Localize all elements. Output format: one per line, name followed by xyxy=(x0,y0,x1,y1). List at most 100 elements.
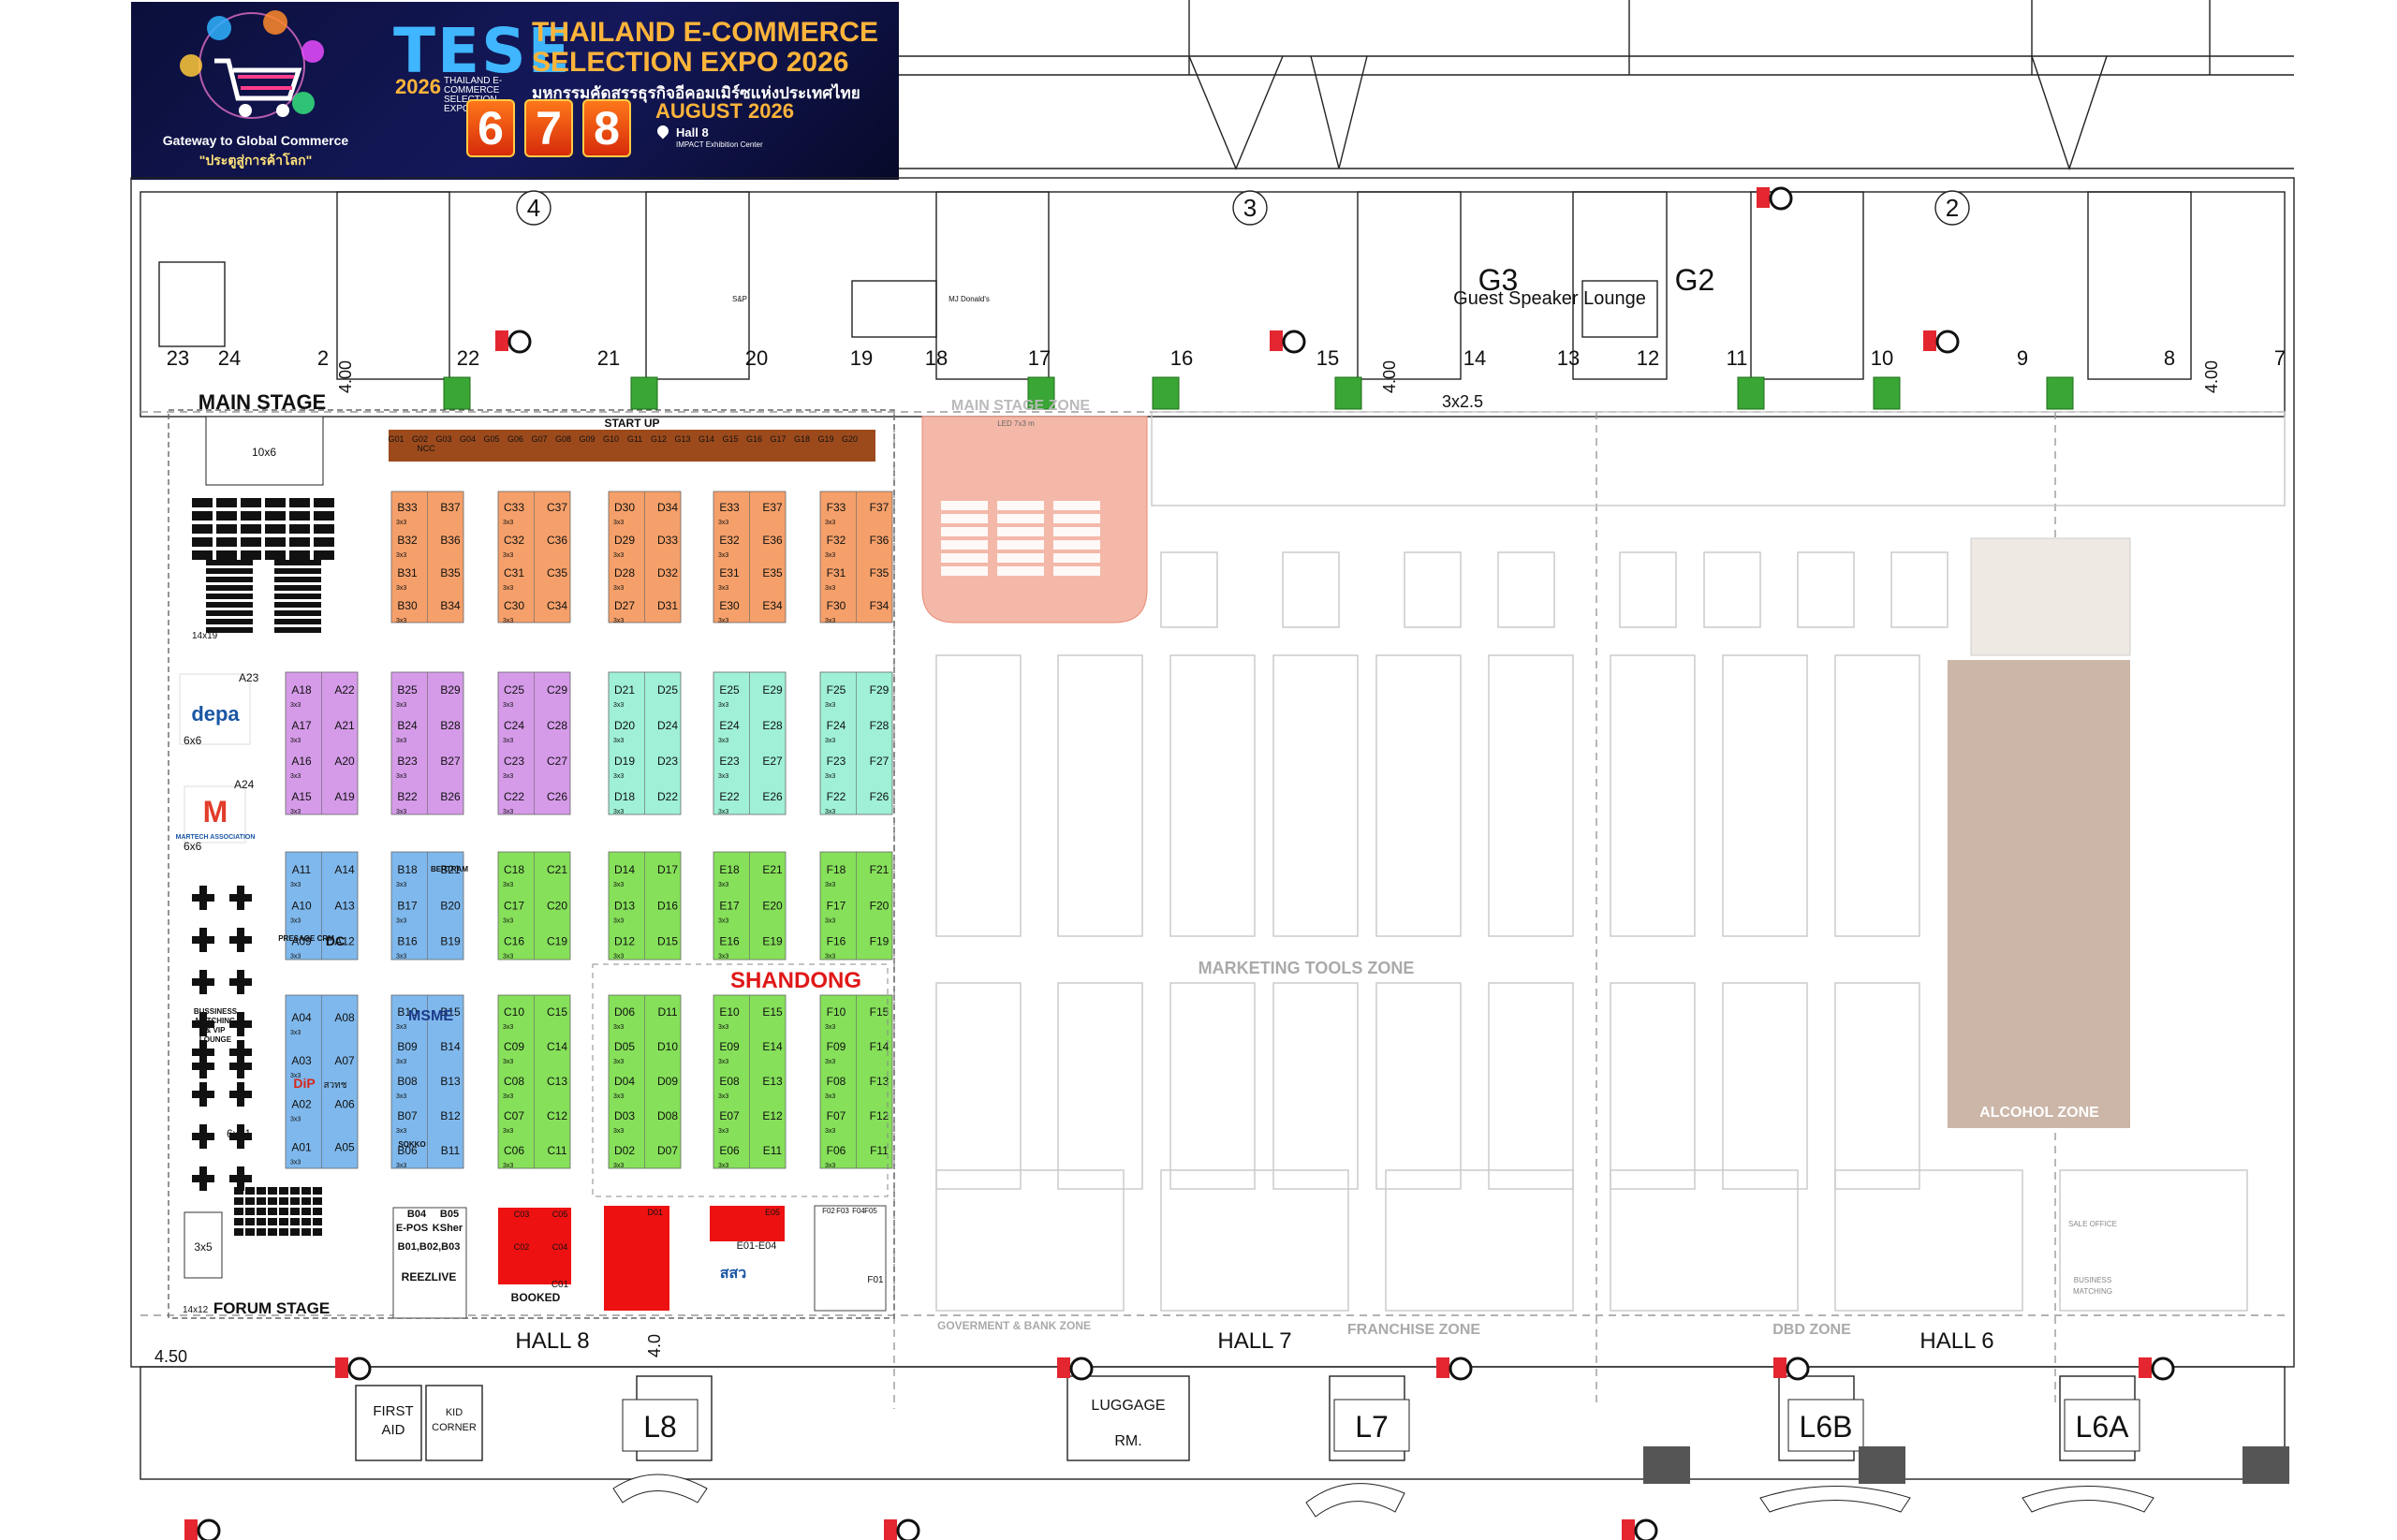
booth-label: B20 xyxy=(440,899,461,912)
booth-label: B32 xyxy=(397,534,418,547)
zone-seat xyxy=(941,540,988,550)
booth-label: F29 xyxy=(870,683,890,697)
booth-size: 3x3 xyxy=(825,738,835,744)
booth-size: 3x3 xyxy=(613,552,624,559)
zone-seat xyxy=(941,566,988,576)
booth-label: C36 xyxy=(547,534,567,547)
grid-number: 9 xyxy=(2017,346,2028,370)
startup-label: START UP xyxy=(604,417,659,430)
expo-banner: TESE 2026 THAILAND E-COMMERCE SELECTION … xyxy=(131,2,899,180)
escalator-icon xyxy=(1305,1483,1405,1518)
booth-label: E08 xyxy=(719,1075,740,1088)
room-box xyxy=(622,1399,699,1452)
booth-label: E33 xyxy=(719,501,740,514)
booth-size: 3x3 xyxy=(290,773,301,780)
audience-seat xyxy=(206,568,253,574)
zone-seat xyxy=(1053,514,1100,523)
grid-number: 15 xyxy=(1316,346,1339,370)
booth-label: C28 xyxy=(547,719,567,732)
fire-hose-icon xyxy=(507,330,532,354)
booth-label: A03 xyxy=(291,1054,312,1067)
audience-seat xyxy=(265,524,286,534)
forum-audience-size: 14x12 xyxy=(183,1305,209,1315)
column-marker xyxy=(1934,190,1970,226)
forum-seat xyxy=(313,1228,322,1236)
booth-label: B10 xyxy=(397,1005,418,1019)
booth-size: 3x3 xyxy=(718,738,728,744)
startup-booth-label: G02 xyxy=(412,434,428,444)
booth-label: D32 xyxy=(657,566,678,579)
booth-label: F37 xyxy=(870,501,890,514)
audience-seat xyxy=(289,498,310,507)
booth-label: A04 xyxy=(291,1011,312,1024)
booth-label: C37 xyxy=(547,501,567,514)
booth-size: 3x3 xyxy=(718,809,728,815)
booth-label: C01 xyxy=(551,1280,569,1290)
booth-label: B16 xyxy=(397,935,418,948)
exit-sign-icon xyxy=(1027,376,1055,410)
forum-seat xyxy=(245,1218,255,1225)
hall-label: HALL 7 xyxy=(1217,1328,1291,1354)
booth-label: B34 xyxy=(440,599,461,612)
lounge-table xyxy=(199,1054,207,1078)
booth-label: E22 xyxy=(719,790,740,803)
grid-number: 22 xyxy=(457,346,479,370)
fire-extinguisher-icon xyxy=(1270,330,1283,351)
booth-size: 3x3 xyxy=(825,882,835,888)
booth-label: B24 xyxy=(397,719,418,732)
booth-label: C07 xyxy=(504,1109,524,1122)
lounge-table xyxy=(199,1082,207,1107)
booth-label: E32 xyxy=(719,534,740,547)
booth-label: E24 xyxy=(719,719,740,732)
booth-label: B11 xyxy=(441,1144,461,1157)
exit-sign-icon xyxy=(1737,376,1765,410)
booth-size: 3x3 xyxy=(396,1059,406,1065)
startup-booth-label: G15 xyxy=(722,434,738,444)
fire-extinguisher-icon xyxy=(495,330,508,351)
booth-label: B12 xyxy=(440,1109,461,1122)
booth-label: A02 xyxy=(291,1097,312,1110)
booth-label: B25 xyxy=(397,683,418,697)
booth-size: 3x3 xyxy=(613,882,624,888)
booth-label: D27 xyxy=(614,599,635,612)
lounge-table xyxy=(237,1082,244,1107)
exit-sign-icon xyxy=(1873,376,1901,410)
booth-label: F14 xyxy=(870,1040,890,1053)
booth-label: D07 xyxy=(657,1144,678,1157)
grid-number: 24 xyxy=(218,346,241,370)
booth-label: B04 xyxy=(407,1209,427,1220)
zone-seat xyxy=(997,540,1044,550)
booth-label: F02 xyxy=(822,1207,835,1215)
booth-label: F28 xyxy=(870,719,890,732)
booth-label: B19 xyxy=(440,935,461,948)
booth-size: 3x3 xyxy=(396,954,406,961)
booth-label: F12 xyxy=(870,1109,890,1122)
booth-size: 3x3 xyxy=(290,1160,301,1166)
fire-extinguisher-icon xyxy=(1436,1357,1449,1378)
booth-label: D11 xyxy=(657,1005,677,1019)
booth-label: D15 xyxy=(657,935,678,948)
forum-seat xyxy=(313,1208,322,1215)
booth-label: F31 xyxy=(827,566,846,579)
booth-size: 3x3 xyxy=(613,1059,624,1065)
forum-seat xyxy=(234,1208,243,1215)
booth-size: 3x3 xyxy=(718,520,728,526)
startup-booth-label: G03 xyxy=(435,434,451,444)
forum-seat xyxy=(234,1218,243,1225)
booth-size: 3x3 xyxy=(396,773,406,780)
booth-label: F13 xyxy=(870,1075,890,1088)
startup-booth-label: G07 xyxy=(531,434,547,444)
zone-seat xyxy=(997,501,1044,510)
booth-c-bottom xyxy=(498,1208,571,1284)
booth-label: B30 xyxy=(397,599,418,612)
lounge-table xyxy=(237,1166,244,1191)
date-day-2: 7 xyxy=(524,99,573,157)
booth-label: C06 xyxy=(504,1144,524,1157)
forum-seat xyxy=(245,1187,255,1195)
booth-label: D33 xyxy=(657,534,678,547)
fire-extinguisher-icon xyxy=(1757,187,1770,208)
startup-booth-label: G17 xyxy=(770,434,786,444)
zone-seat xyxy=(941,527,988,536)
room-label: L7 xyxy=(1355,1410,1389,1444)
booth-label: F05 xyxy=(864,1207,877,1215)
